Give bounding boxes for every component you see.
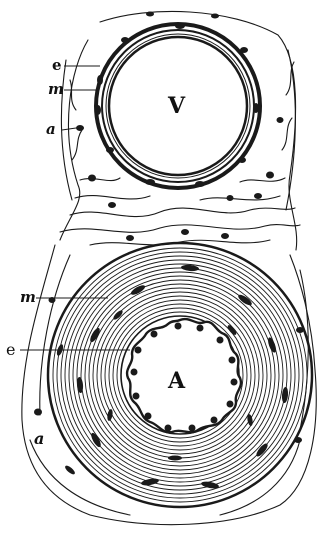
label-vein-V: V xyxy=(167,93,186,119)
label-e-top: e xyxy=(52,56,62,74)
label-m-top: m xyxy=(48,80,64,98)
label-a-left: a xyxy=(46,120,56,138)
connective-tissue xyxy=(22,11,316,524)
label-artery-A: A xyxy=(167,368,186,394)
label-m-lower: m xyxy=(20,288,36,306)
label-e-lower: e xyxy=(6,340,15,359)
label-a-bottom: a xyxy=(34,429,44,448)
